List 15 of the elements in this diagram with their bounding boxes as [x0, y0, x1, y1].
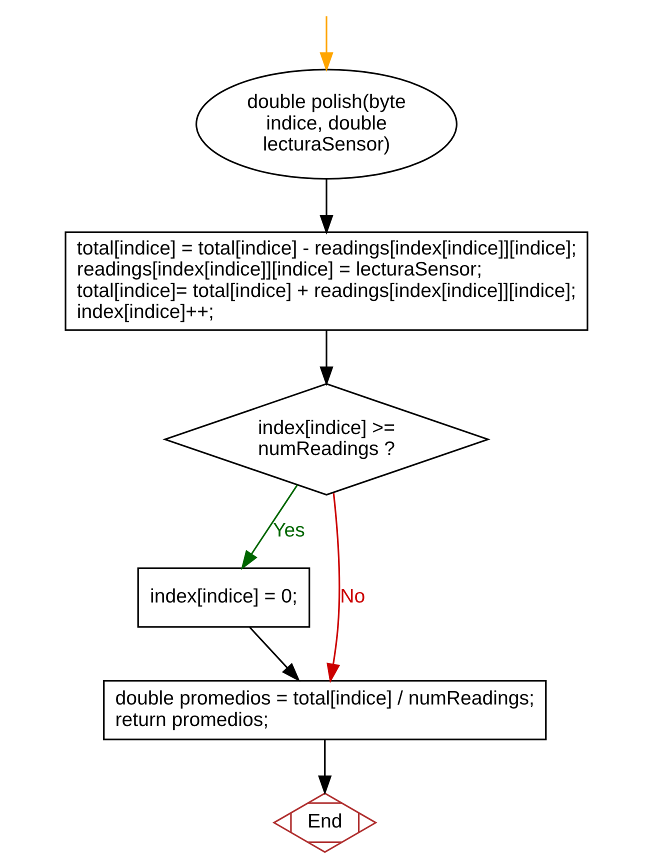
arrow — [249, 626, 300, 682]
edge-label: Yes — [273, 520, 305, 542]
node-box: index[indice] = 0; — [137, 567, 310, 628]
arrow — [320, 178, 334, 235]
node-box: total[indice] = total[indice] - readings[index[indice]][indice]; readings[index[indice]][indice] = lecturaSensor; total[indice]= total[indice] + readings[index[indice]][indice]; index[indice]++; — [64, 231, 588, 331]
arrow — [320, 16, 334, 72]
node-box: double promedios = total[indice] / numReadings; return promedios; — [103, 680, 547, 740]
node-diamond: End — [272, 792, 378, 853]
node-diamond: index[indice] >= numReadings ? — [162, 383, 490, 496]
edge-label: No — [340, 586, 366, 608]
arrow — [326, 493, 340, 684]
arrow — [320, 330, 334, 386]
arrow — [240, 484, 298, 570]
node-ellipse: double polish(byte indice, double lecturaSensor) — [196, 68, 458, 180]
arrow — [318, 740, 332, 796]
